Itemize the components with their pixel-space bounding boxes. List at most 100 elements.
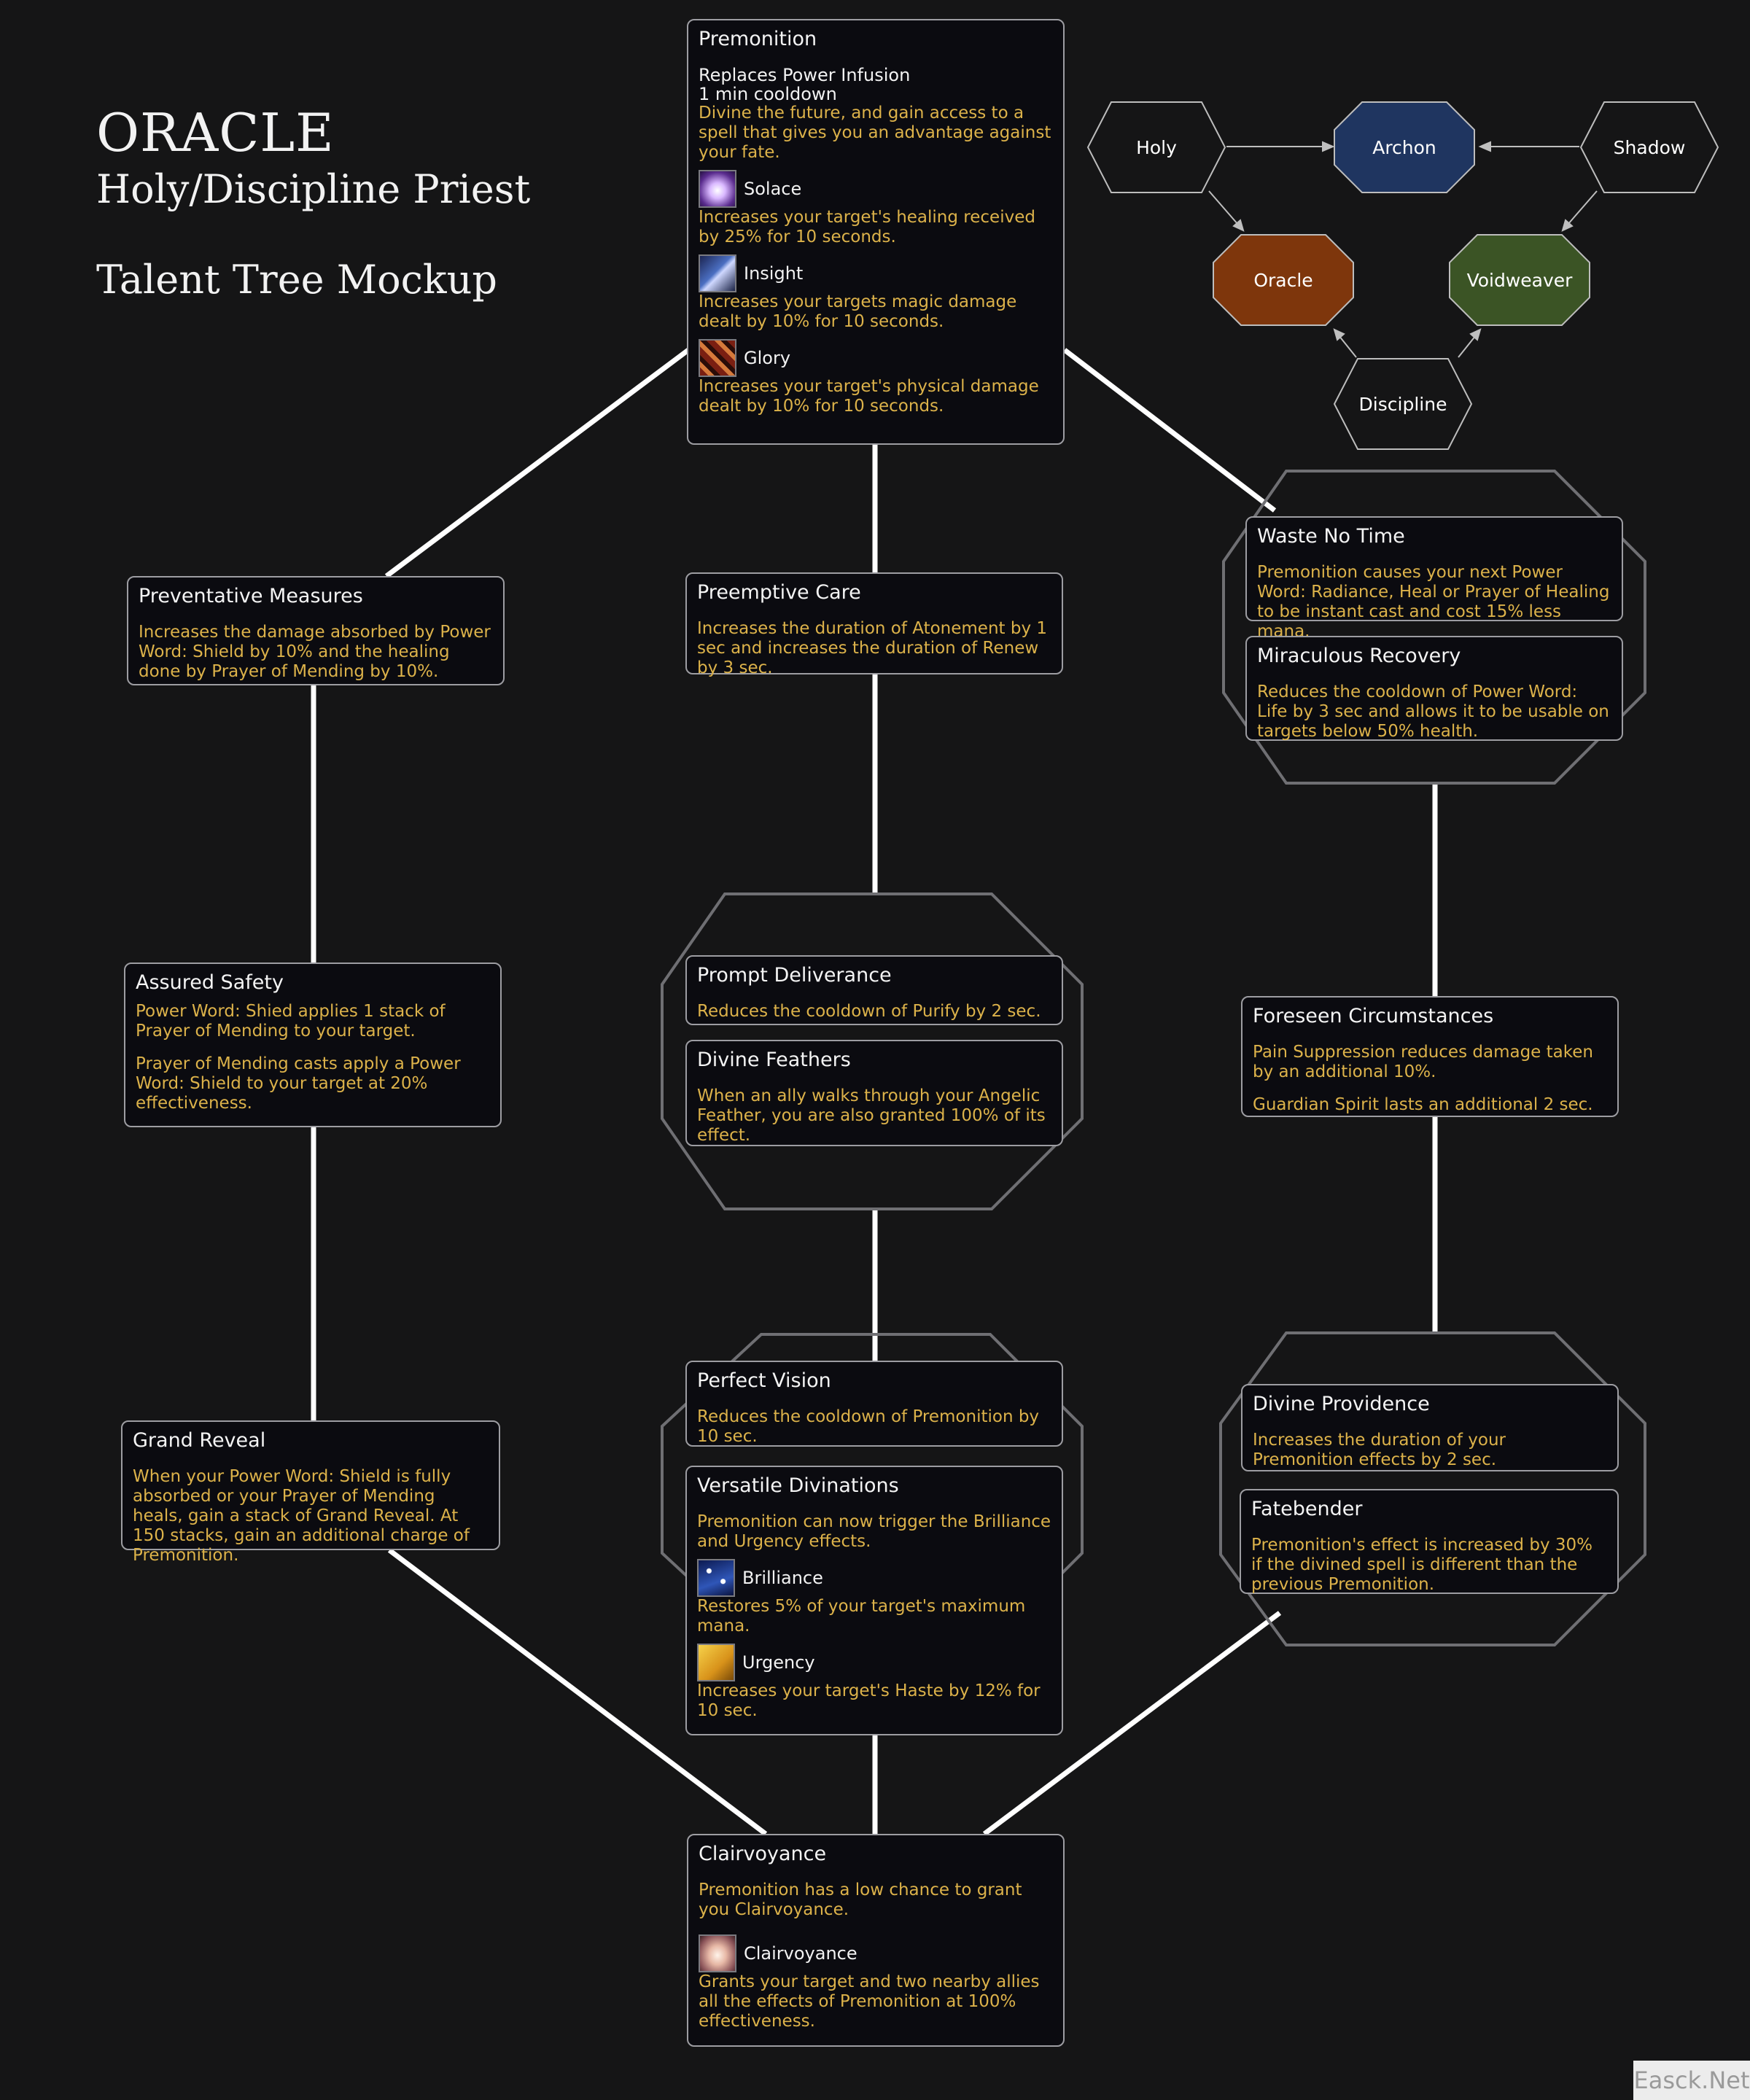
talent-title: Miraculous Recovery (1257, 645, 1461, 667)
talent-title: Preemptive Care (697, 581, 861, 604)
spell-row-clairvoyance: Clairvoyance (699, 1934, 1053, 1972)
legend-arrow-shadow-voidweaver (1567, 190, 1598, 225)
talent-title: Assured Safety (136, 971, 284, 994)
legend-label-archon: Archon (1372, 136, 1436, 158)
legend-node-voidweaver: Voidweaver (1448, 233, 1591, 327)
legend-node-archon: Archon (1333, 101, 1476, 194)
talent-description: Premonition's effect is increased by 30%… (1251, 1536, 1592, 1594)
talent-card-prompt-deliverance[interactable]: Prompt Deliverance Reduces the cooldown … (685, 955, 1063, 1025)
solace-icon (699, 170, 736, 208)
talent-card-fatebender[interactable]: Fatebender Premonition's effect is incre… (1240, 1489, 1619, 1594)
spell-description: Increases your target's healing received… (699, 208, 1035, 246)
talent-description: Reduces the cooldown of Power Word: Life… (1257, 682, 1609, 741)
talent-cooldown: 1 min cooldown (699, 84, 837, 104)
talent-description: Premonition has a low chance to grant yo… (699, 1881, 1022, 1919)
talent-card-divine-providence[interactable]: Divine Providence Increases the duration… (1241, 1384, 1619, 1471)
spell-description: Grants your target and two nearby allies… (699, 1972, 1040, 2031)
connector-providence-clairvoyance (982, 1611, 1282, 1836)
spell-description: Increases your target's physical damage … (699, 377, 1039, 416)
choice-node-providence-fatebender (1219, 1331, 1646, 1646)
legend-label-shadow: Shadow (1613, 136, 1686, 158)
spell-description: Increases your targets magic damage deal… (699, 292, 1017, 331)
spell-name: Brilliance (742, 1568, 823, 1588)
talent-title: Premonition (699, 28, 817, 50)
talent-title: Prompt Deliverance (697, 964, 892, 987)
talent-card-grand-reveal[interactable]: Grand Reveal When your Power Word: Shiel… (121, 1420, 500, 1565)
talent-title: Grand Reveal (133, 1429, 266, 1452)
talent-title: Versatile Divinations (697, 1474, 899, 1497)
talent-card-assured-safety[interactable]: Assured Safety Power Word: Shied applies… (124, 962, 502, 1127)
spell-row-brilliance: Brilliance (697, 1559, 1051, 1597)
talent-title: Foreseen Circumstances (1253, 1005, 1494, 1027)
talent-title: Perfect Vision (697, 1369, 831, 1392)
talent-card-clairvoyance[interactable]: Clairvoyance Premonition has a low chanc… (687, 1834, 1065, 2047)
connector-premonition-waste (1062, 348, 1277, 513)
clairvoyance-icon (699, 1934, 736, 1972)
spell-name: Clairvoyance (744, 1943, 858, 1964)
talent-title: Divine Providence (1253, 1393, 1430, 1415)
legend-label-holy: Holy (1136, 136, 1177, 158)
insight-icon (699, 254, 736, 292)
talent-card-premonition[interactable]: Premonition Replaces Power Infusion 1 mi… (687, 19, 1065, 445)
spell-row-urgency: Urgency (697, 1644, 1051, 1681)
talent-title: Waste No Time (1257, 525, 1405, 548)
talent-description-2: Guardian Spirit lasts an additional 2 se… (1253, 1095, 1593, 1114)
connector-premonition-preventative (384, 348, 691, 578)
talent-description: Reduces the cooldown of Purify by 2 sec. (697, 1002, 1041, 1021)
spell-row-solace: Solace (699, 170, 1053, 208)
legend-arrow-discipline-oracle (1338, 335, 1357, 358)
page-subtitle: Holy/Discipline Priest (96, 166, 531, 212)
spell-name: Solace (744, 179, 802, 199)
spell-name: Glory (744, 348, 791, 368)
legend-node-holy: Holy (1086, 101, 1226, 194)
urgency-icon (697, 1644, 735, 1681)
talent-description: When your Power Word: Shield is fully ab… (133, 1467, 470, 1565)
talent-description: Increases the duration of Atonement by 1… (697, 619, 1048, 677)
talent-description: Premonition can now trigger the Brillian… (697, 1512, 1051, 1551)
talent-description: Divine the future, and gain access to a … (699, 104, 1051, 162)
spell-row-glory: Glory (699, 339, 1053, 377)
talent-title: Fatebender (1251, 1498, 1363, 1520)
glory-icon (699, 339, 736, 377)
spell-name: Urgency (742, 1652, 815, 1673)
spell-description: Restores 5% of your target's maximum man… (697, 1597, 1026, 1636)
legend-label-voidweaver: Voidweaver (1466, 269, 1573, 291)
legend-node-discipline: Discipline (1333, 357, 1473, 451)
page-title: ORACLE (96, 102, 335, 163)
talent-card-preventative-measures[interactable]: Preventative Measures Increases the dama… (127, 576, 505, 685)
spell-row-insight: Insight (699, 254, 1053, 292)
connector-grand-clairvoyance (387, 1548, 768, 1836)
talent-description: When an ally walks through your Angelic … (697, 1086, 1046, 1145)
legend-label-oracle: Oracle (1253, 269, 1313, 291)
talent-description: Premonition causes your next Power Word:… (1257, 563, 1610, 641)
talent-card-preemptive-care[interactable]: Preemptive Care Increases the duration o… (685, 572, 1063, 677)
talent-title: Clairvoyance (699, 1843, 827, 1865)
choice-node-waste-miraculous (1222, 470, 1646, 785)
brilliance-icon (697, 1559, 735, 1597)
talent-card-perfect-vision[interactable]: Perfect Vision Reduces the cooldown of P… (685, 1361, 1063, 1447)
legend-node-oracle: Oracle (1212, 233, 1355, 327)
talent-description: Pain Suppression reduces damage taken by… (1253, 1043, 1593, 1081)
choice-node-prompt-feathers (661, 892, 1084, 1210)
legend-node-shadow: Shadow (1579, 101, 1719, 194)
talent-description-2: Prayer of Mending casts apply a Power Wo… (136, 1054, 461, 1113)
talent-title: Preventative Measures (139, 585, 363, 607)
spell-name: Insight (744, 263, 804, 284)
legend-label-discipline: Discipline (1358, 393, 1447, 415)
talent-title: Divine Feathers (697, 1049, 851, 1071)
talent-card-versatile-divinations[interactable]: Versatile Divinations Premonition can no… (685, 1466, 1063, 1735)
talent-description: Increases the duration of your Premoniti… (1253, 1431, 1506, 1469)
talent-card-miraculous-recovery[interactable]: Miraculous Recovery Reduces the cooldown… (1245, 636, 1623, 741)
talent-replaces: Replaces Power Infusion (699, 65, 911, 85)
talent-description: Increases the damage absorbed by Power W… (139, 623, 491, 681)
talent-card-waste-no-time[interactable]: Waste No Time Premonition causes your ne… (1245, 516, 1623, 641)
watermark: Easck.Net (1633, 2061, 1750, 2100)
talent-description: Power Word: Shied applies 1 stack of Pra… (136, 1002, 446, 1041)
talent-card-divine-feathers[interactable]: Divine Feathers When an ally walks throu… (685, 1040, 1063, 1146)
page-caption: Talent Tree Mockup (96, 257, 497, 303)
legend-arrow-holy-oracle (1208, 190, 1239, 225)
talent-card-foreseen-circumstances[interactable]: Foreseen Circumstances Pain Suppression … (1241, 996, 1619, 1117)
talent-description: Reduces the cooldown of Premonition by 1… (697, 1407, 1040, 1446)
spell-description: Increases your target's Haste by 12% for… (697, 1681, 1041, 1720)
